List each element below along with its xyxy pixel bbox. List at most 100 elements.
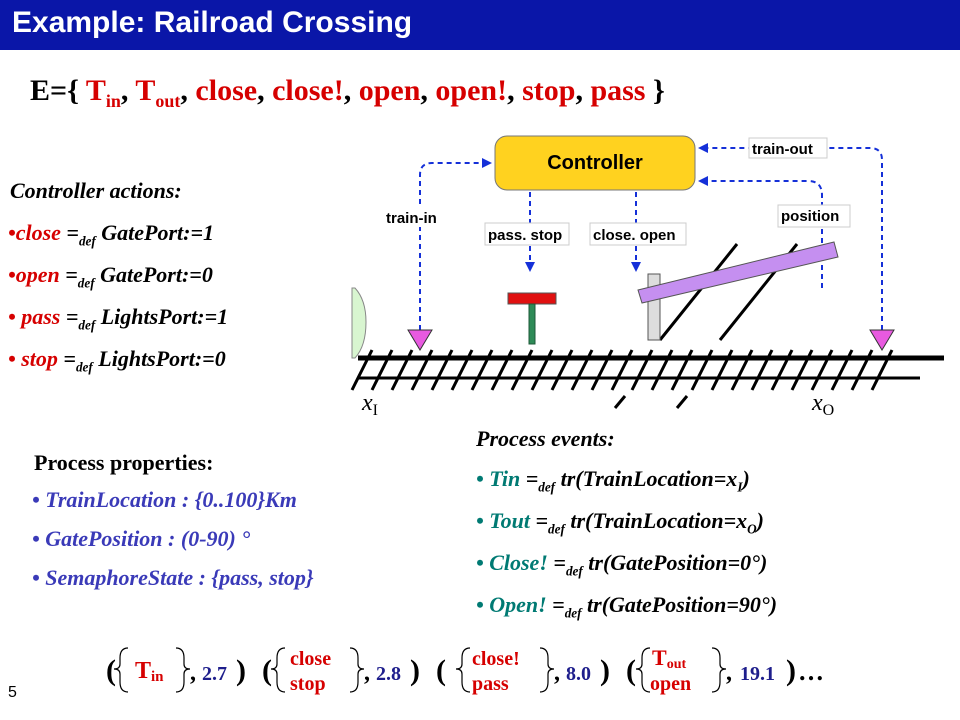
xo-label: xO [811,390,834,419]
property-text: GatePosition : (0-90) ° [45,526,251,551]
def-sub: def [564,605,582,621]
bullet: • [8,220,16,245]
timestamp: 2.7 [202,663,227,685]
rail-ties [350,349,894,391]
close-paren: ) [786,654,796,687]
event-sub: out [667,657,687,672]
controller-label: Controller [547,152,643,174]
controller-box[interactable] [494,135,696,191]
process-event-tin: • Tin =def tr(TrainLocation=xI) [476,466,750,495]
train-out-label-bg [748,137,828,159]
property-gate-position: • GatePosition : (0-90) ° [32,526,250,552]
def-sub: def [565,563,583,579]
title-bar: Example: Railroad Crossing [0,0,960,50]
event-t-letter: T [85,74,106,107]
event-t-in-sub: in [105,91,121,111]
bullet: • [8,304,22,329]
action-body: GatePort:=0 [94,262,213,287]
event-sub: in [151,669,164,685]
event-body: tr(TrainLocation=x [555,466,738,491]
action-body: LightsPort:=1 [95,304,229,329]
road-line [675,395,689,409]
position-label: position [781,208,839,225]
xi-sub: I [373,402,378,419]
x-letter: x [811,390,823,416]
timestamp: 8.0 [566,663,591,685]
xi-label: xI [361,390,378,419]
sequence-event-bottom: pass [472,673,509,695]
action-body: GatePort:=1 [95,220,215,245]
controller-action-stop: • stop =def LightsPort:=0 [8,346,226,375]
event-end: ) [742,466,750,491]
sequence-event-bottom: open [650,673,691,695]
right-brace [349,647,365,693]
train-out-arrow [698,143,883,330]
bullet: • [8,262,16,287]
event-name: Tout [489,508,530,533]
def-eq: = [60,220,79,245]
event-body: tr(TrainLocation=x [564,508,748,533]
train-in-label-bg [383,207,449,227]
event-name: Close! [489,550,548,575]
event-close-bang: close! [272,74,344,107]
def-sub: def [548,521,565,537]
close-paren: ) [410,654,420,687]
comma: , [575,74,591,107]
slide-title: Example: Railroad Crossing [12,6,413,39]
def-eq: = [546,592,565,617]
left-brace [270,647,286,693]
event-t-in: Tin [85,74,121,111]
bullet: • [32,565,46,590]
event-t-out-sub: out [155,91,181,111]
position-arrow [698,176,823,288]
def-sub: def [78,317,96,333]
event-t-out: Tout [135,74,180,111]
controller-action-open: •open =def GatePort:=0 [8,262,213,291]
controller-action-pass: • pass =def LightsPort:=1 [8,304,228,333]
sequence-event-top: Tout [652,645,686,672]
train-in-label: train-in [386,210,437,227]
def-eq: = [60,304,79,329]
def-eq: = [529,508,549,533]
bullet: • [476,466,490,491]
sensor-marker-out [869,329,895,351]
position-label-bg [777,204,851,228]
left-brace [635,647,651,693]
event-pass: pass [590,74,646,107]
bullet: • [32,526,46,551]
property-semaphore-state: • SemaphoreState : {pass, stop} [32,565,314,591]
controller-action-close: •close =def GatePort:=1 [8,220,214,249]
def-eq: = [57,346,76,371]
action-name: close [15,220,61,245]
road-line [613,395,627,409]
process-event-tout: • Tout =def tr(TrainLocation=xO) [476,508,764,537]
x-letter: x [361,390,373,416]
property-text: SemaphoreState : {pass, stop} [45,565,314,590]
event-end: ) [756,508,764,533]
ellipsis: … [798,657,824,686]
train-shape [351,287,367,359]
comma: , [257,74,273,107]
close-open-label-bg [589,222,687,246]
comma: , [554,660,560,686]
action-name: open [15,262,60,287]
sequence-event-top: Tin [135,658,164,685]
def-eq: = [520,466,539,491]
semaphore-pole [528,303,536,345]
process-event-open: • Open! =def tr(GatePosition=90°) [476,592,777,621]
comma: , [364,660,370,686]
event-sub: I [737,479,743,495]
comma: , [420,74,436,107]
events-set: E={ Tin, Tout, close, close!, open, open… [30,74,665,112]
open-paren: ( [106,654,116,687]
def-sub: def [538,479,556,495]
event-body: tr(GatePosition=90°) [581,592,778,617]
train-in-arrow [419,158,492,330]
def-sub: def [77,275,95,291]
action-body: LightsPort:=0 [92,346,226,371]
road-line [658,243,739,341]
page-number: 5 [8,684,17,701]
comma: , [507,74,523,107]
event-t-letter: T [135,74,156,107]
